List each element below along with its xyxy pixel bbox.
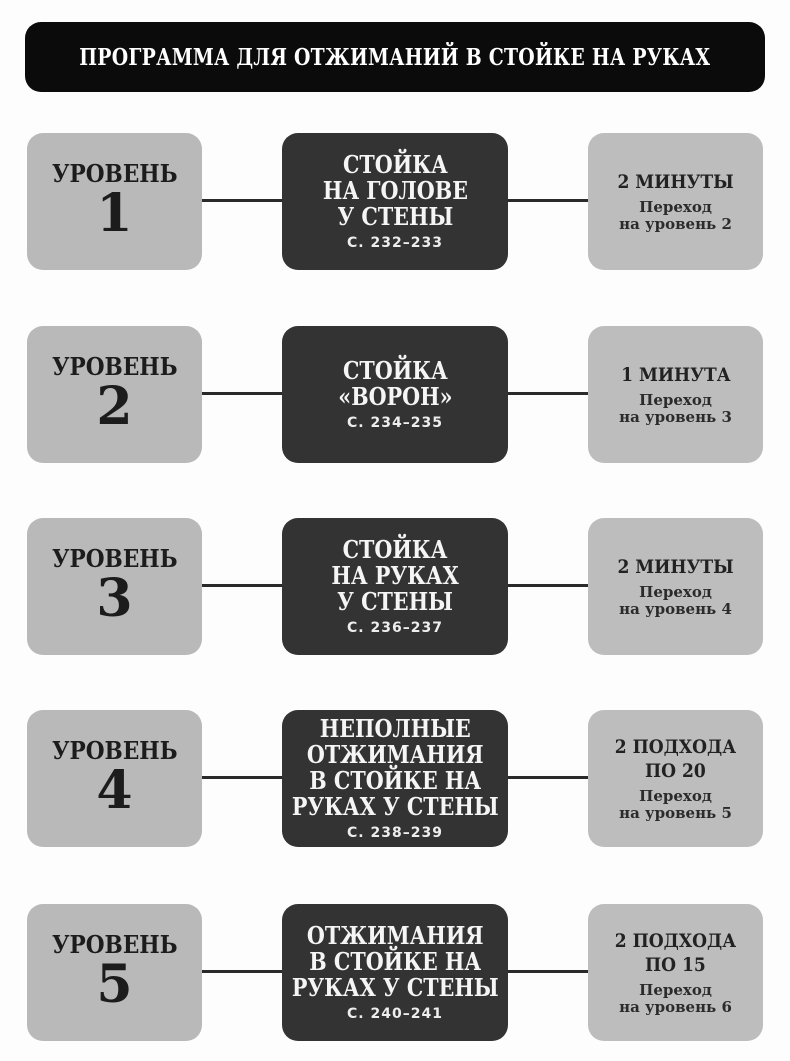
goal-line: 2 ПОДХОДА <box>614 929 737 952</box>
level-label: УРОВЕНЬ <box>51 736 178 765</box>
goal-line: 2 ПОДХОДА <box>614 735 737 758</box>
exercise-line: РУКАХ У СТЕНЫ <box>291 791 499 821</box>
connector-line <box>508 970 588 973</box>
goal-target: 2 МИНУТЫ <box>611 555 740 580</box>
exercise-box: СТОЙКА«ВОРОН» С. 234–235 <box>282 326 508 463</box>
exercise-line: НА ГОЛОВЕ <box>322 176 468 206</box>
page-reference: С. 232–233 <box>347 234 443 251</box>
transition-line: Переход <box>639 582 712 601</box>
connector-line <box>202 970 282 973</box>
title-banner: ПРОГРАММА ДЛЯ ОТЖИМАНИЙ В СТОЙКЕ НА РУКА… <box>25 22 765 92</box>
level-number: 1 <box>96 183 133 245</box>
level-number: 2 <box>96 376 133 438</box>
level-box: УРОВЕНЬ 2 <box>27 326 202 463</box>
exercise-line: У СТЕНЫ <box>337 201 453 231</box>
level-number: 3 <box>96 568 133 630</box>
level-label: УРОВЕНЬ <box>51 544 178 573</box>
program-row-level-2: УРОВЕНЬ 2 СТОЙКА«ВОРОН» С. 234–235 1 МИН… <box>0 326 790 463</box>
exercise-line: У СТЕНЫ <box>337 586 453 616</box>
goal-line: 1 МИНУТА <box>620 363 731 386</box>
page-reference: С. 234–235 <box>347 414 443 431</box>
goal-line: ПО 15 <box>645 954 706 977</box>
level-number: 5 <box>96 954 133 1016</box>
level-box: УРОВЕНЬ 3 <box>27 518 202 655</box>
exercise-name: СТОЙКА«ВОРОН» <box>329 358 462 410</box>
connector-line <box>508 199 588 202</box>
transition-line: Переход <box>639 786 712 805</box>
page-reference: С. 238–239 <box>347 824 443 841</box>
connector-line <box>508 776 588 779</box>
transition-line: Переход <box>639 197 712 216</box>
level-label: УРОВЕНЬ <box>51 930 178 959</box>
level-box: УРОВЕНЬ 1 <box>27 133 202 270</box>
goal-line: 2 МИНУТЫ <box>617 555 734 578</box>
page-reference: С. 236–237 <box>347 619 443 636</box>
exercise-line: ОТЖИМАНИЯ <box>306 740 484 770</box>
exercise-line: В СТОЙКЕ НА <box>309 766 481 795</box>
transition-line: Переход <box>639 980 712 999</box>
level-label: УРОВЕНЬ <box>51 159 178 188</box>
exercise-line: НА РУКАХ <box>331 561 459 591</box>
exercise-line: СТОЙКА <box>342 535 448 565</box>
goal-line: 2 МИНУТЫ <box>617 170 734 193</box>
transition-line: на уровень 2 <box>619 214 732 233</box>
transition-line: на уровень 4 <box>619 599 732 618</box>
level-box: УРОВЕНЬ 5 <box>27 904 202 1041</box>
transition-line: на уровень 6 <box>619 998 732 1017</box>
exercise-line: СТОЙКА <box>342 356 448 386</box>
connector-line <box>508 584 588 587</box>
exercise-line: В СТОЙКЕ НА <box>309 947 481 977</box>
connector-line <box>202 199 282 202</box>
level-box: УРОВЕНЬ 4 <box>27 710 202 847</box>
connector-line <box>202 584 282 587</box>
exercise-line: ОТЖИМАНИЯ <box>306 921 484 951</box>
goal-line: ПО 20 <box>645 760 706 783</box>
goal-target: 2 МИНУТЫ <box>611 170 740 195</box>
transition-line: Переход <box>639 390 712 409</box>
page-reference: С. 240–241 <box>347 1005 443 1022</box>
page-title: ПРОГРАММА ДЛЯ ОТЖИМАНИЙ В СТОЙКЕ НА РУКА… <box>79 43 711 71</box>
exercise-line: РУКАХ У СТЕНЫ <box>291 972 499 1002</box>
level-number: 4 <box>96 760 133 822</box>
connector-line <box>508 392 588 395</box>
transition-line: на уровень 5 <box>619 804 732 823</box>
goal-target: 1 МИНУТА <box>615 363 737 388</box>
exercise-line: СТОЙКА <box>342 150 448 180</box>
connector-line <box>202 392 282 395</box>
level-label: УРОВЕНЬ <box>51 352 178 381</box>
exercise-line: «ВОРОН» <box>337 382 453 411</box>
transition-line: на уровень 3 <box>619 407 732 426</box>
connector-line <box>202 776 282 779</box>
exercise-line: НЕПОЛНЫЕ <box>319 714 471 744</box>
